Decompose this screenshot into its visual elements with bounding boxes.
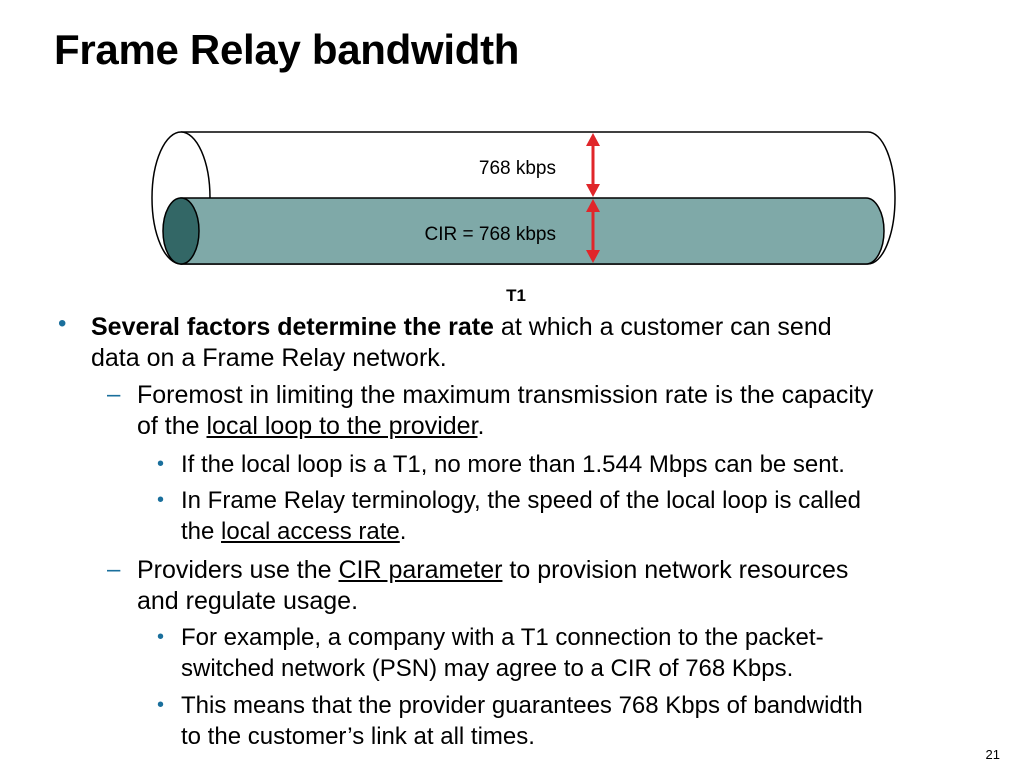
bandwidth-pipe-diagram: 768 kbps CIR = 768 kbps T1 xyxy=(151,131,896,305)
small-bullet-marker: • xyxy=(157,626,165,648)
bullet-1-line-1: Several factors determine the rate at wh… xyxy=(91,313,832,342)
local-access-rate-term: local access rate xyxy=(221,518,400,545)
local-loop-term: local loop to the provider xyxy=(206,412,478,440)
inner-pipe-body xyxy=(180,197,885,265)
bullet-1b-post: to provision network resources xyxy=(502,556,849,584)
small-bullet-marker: • xyxy=(157,453,165,475)
t1-caption: T1 xyxy=(506,286,526,305)
cir-parameter-term: CIR parameter xyxy=(338,556,503,584)
bullet-1b-line-1: Providers use the CIR parameter to provi… xyxy=(137,556,848,585)
lower-arrow xyxy=(586,199,600,263)
bullet-1a-line-1: Foremost in limiting the maximum transmi… xyxy=(137,381,874,409)
upper-arrow xyxy=(586,133,600,197)
cir-label: CIR = 768 kbps xyxy=(425,224,557,245)
bullet-1a-ii-post: . xyxy=(399,518,407,545)
bullet-1-rest: at which a customer can send xyxy=(493,313,832,341)
bullet-1a-i: If the local loop is a T1, no more than … xyxy=(181,451,845,478)
bullet-1b-i-line-2: switched network (PSN) may agree to a CI… xyxy=(181,655,794,682)
bullet-1a-line-2: of the local loop to the provider. xyxy=(137,412,484,441)
bullet-1b-i-line-1: For example, a company with a T1 connect… xyxy=(181,624,824,651)
bullet-1a-post: . xyxy=(477,412,485,440)
inner-pipe-cap xyxy=(162,197,200,265)
small-bullet-marker: • xyxy=(157,694,165,716)
small-bullet-marker: • xyxy=(157,489,165,511)
bullet-marker: • xyxy=(58,310,67,337)
bullet-1a-ii-line-1: In Frame Relay terminology, the speed of… xyxy=(181,487,861,514)
upper-bandwidth-label: 768 kbps xyxy=(479,158,556,179)
dash-marker: – xyxy=(107,381,121,408)
bullet-1b-line-2: and regulate usage. xyxy=(137,587,359,615)
bullet-1b-pre: Providers use the xyxy=(137,556,339,584)
bullet-1a-ii-line-2: the local access rate. xyxy=(181,518,406,546)
bullet-1b-ii-line-2: to the customer’s link at all times. xyxy=(181,723,535,750)
page-number: 21 xyxy=(985,747,1000,762)
slide-title: Frame Relay bandwidth xyxy=(54,26,520,73)
dash-marker: – xyxy=(107,556,121,583)
bullet-1-line-2: data on a Frame Relay network. xyxy=(91,344,447,372)
bullet-1b-ii-line-1: This means that the provider guarantees … xyxy=(181,692,863,719)
bullet-1-bold: Several factors determine the rate xyxy=(91,313,494,341)
bullet-1a-pre: of the xyxy=(137,412,207,440)
bullet-1a-ii-pre: the xyxy=(181,518,222,545)
